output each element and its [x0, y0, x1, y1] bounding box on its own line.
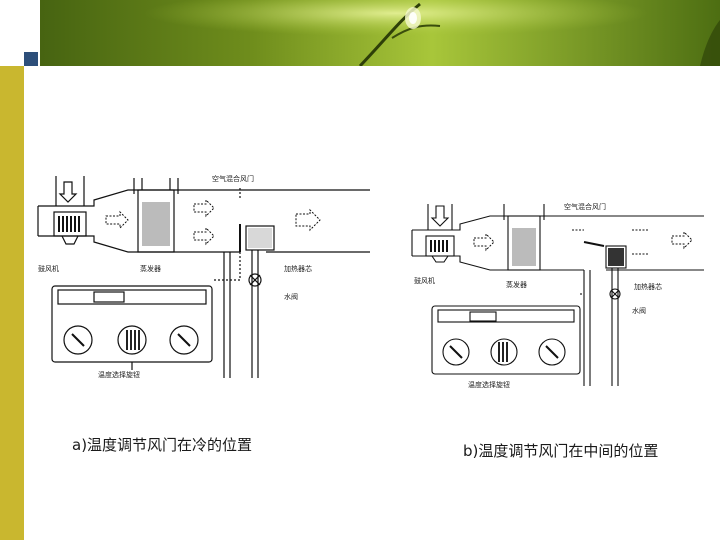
caption-figure-a: a)温度调节风门在冷的位置	[72, 436, 253, 454]
caption-figure-b: b)温度调节风门在中间的位置	[463, 442, 659, 460]
banner-graphic	[0, 0, 720, 66]
corner-square	[24, 52, 38, 66]
figure-b-middle-position: 空气混合风门 鼓风机 蒸发器 加热器芯 水阀 温度选择旋钮	[408, 196, 708, 392]
figure-b-diagram	[411, 204, 704, 386]
label-blower-b: 鼓风机	[414, 277, 435, 285]
label-blend-door-b: 空气混合风门	[564, 203, 606, 211]
figure-a-diagram	[37, 176, 370, 378]
label-blend-door-a: 空气混合风门	[212, 175, 254, 183]
label-water-valve-b: 水阀	[632, 307, 646, 315]
label-blower-a: 鼓风机	[38, 265, 59, 273]
label-evaporator-b: 蒸发器	[506, 281, 527, 289]
label-temp-knob-a: 温度选择旋钮	[98, 371, 140, 379]
figure-a-cold-position: 空气混合风门 鼓风机 蒸发器 加热器芯 水阀 温度选择旋钮	[34, 168, 380, 384]
header-banner	[0, 0, 720, 66]
label-temp-knob-b: 温度选择旋钮	[468, 381, 510, 389]
label-heater-core-b: 加热器芯	[634, 283, 662, 291]
label-heater-core-a: 加热器芯	[284, 265, 312, 273]
label-evaporator-a: 蒸发器	[140, 265, 161, 273]
left-accent-bar	[0, 66, 24, 540]
label-water-valve-a: 水阀	[284, 293, 298, 301]
